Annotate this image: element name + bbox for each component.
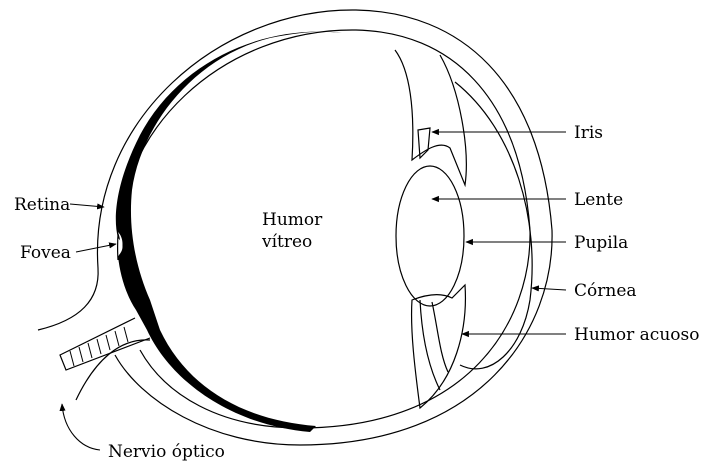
label-vitreous-line1: Humor (262, 210, 323, 230)
label-retina: Retina (14, 195, 70, 215)
label-vitreous-line2: vítreo (261, 232, 312, 252)
cornea-pointer (532, 288, 566, 290)
retina-pointer (70, 204, 104, 207)
fovea-pointer (76, 244, 116, 252)
label-aqueous: Humor acuoso (574, 325, 699, 345)
cornea-curve (455, 82, 532, 369)
label-iris: Iris (574, 123, 603, 143)
label-lens: Lente (574, 190, 623, 210)
iris-lower (420, 300, 448, 390)
iris-upper (418, 128, 430, 158)
label-cornea: Córnea (574, 281, 637, 301)
ciliary-body-upper (395, 50, 466, 185)
sclera-outer (97, 10, 552, 445)
label-pupil: Pupila (574, 233, 628, 253)
optic-nerve-pointer (62, 404, 100, 450)
optic-nerve-upper (38, 268, 98, 330)
label-optic-nerve: Nervio óptico (108, 442, 225, 462)
lens (396, 166, 464, 306)
label-fovea: Fovea (20, 243, 71, 263)
optic-nerve-lower (76, 340, 150, 400)
